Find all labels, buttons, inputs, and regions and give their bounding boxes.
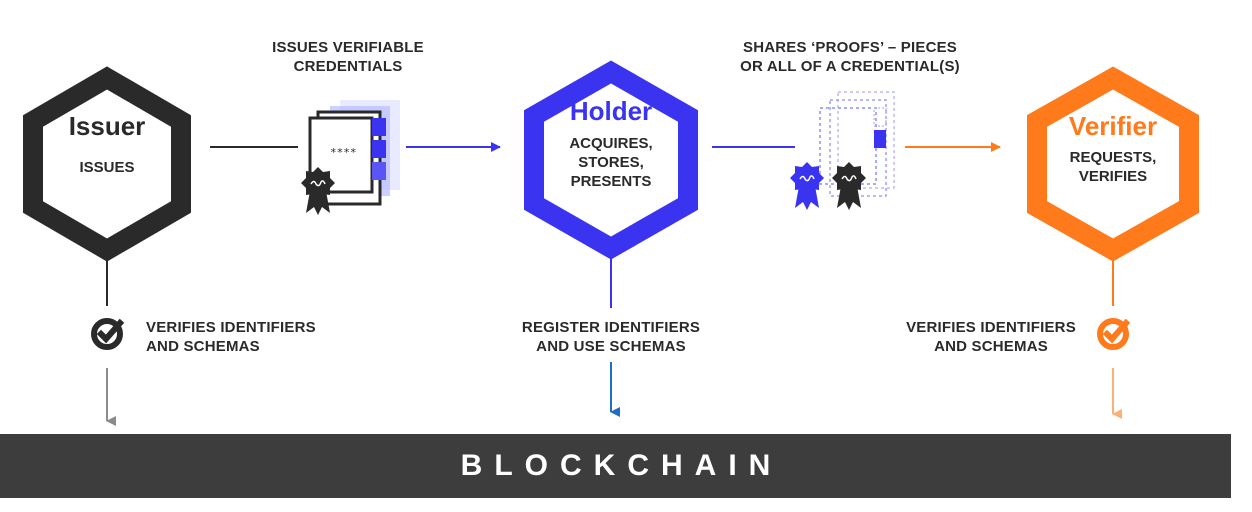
award-seal-icon <box>301 167 335 215</box>
share-flow-label-line2: OR ALL OF A CREDENTIAL(S) <box>740 58 960 75</box>
verifier-ledger-label-line1: VERIFIES IDENTIFIERS <box>906 319 1076 336</box>
credential-document-icon: **** <box>308 100 400 206</box>
issuer-ledger-label: VERIFIES IDENTIFIERS AND SCHEMAS <box>146 318 316 356</box>
check-circle-icon-verifier <box>1097 318 1131 350</box>
issue-flow-label-line1: ISSUES VERIFIABLE <box>272 39 424 56</box>
verifier-ledger-label: VERIFIES IDENTIFIERS AND SCHEMAS <box>896 318 1086 356</box>
verifier-title: Verifier <box>1068 111 1158 141</box>
holder-ledger-label-line1: REGISTER IDENTIFIERS <box>521 319 701 336</box>
verifier-ledger-label-line2: AND SCHEMAS <box>934 338 1048 355</box>
blockchain-bar: BLOCKCHAIN <box>0 434 1231 498</box>
check-circle-icon-issuer <box>91 318 125 350</box>
award-seal-icon-dark <box>832 162 866 210</box>
issue-flow-label: ISSUES VERIFIABLE CREDENTIALS <box>258 38 438 76</box>
blockchain-label: BLOCKCHAIN <box>460 449 783 482</box>
holder-role: ACQUIRES, STORES, PRESENTS <box>546 134 676 191</box>
issuer-ledger-label-line1: VERIFIES IDENTIFIERS <box>146 319 316 336</box>
svg-text:****: **** <box>330 146 357 159</box>
issuer-ledger-label-line2: AND SCHEMAS <box>146 338 260 355</box>
holder-ledger-label: REGISTER IDENTIFIERS AND USE SCHEMAS <box>506 318 716 356</box>
issuer-title: Issuer <box>68 111 146 141</box>
issue-flow-label-line2: CREDENTIALS <box>293 58 403 75</box>
holder-role-line3: PRESENTS <box>570 173 652 190</box>
verifier-role: REQUESTS, VERIFIES <box>1053 148 1173 186</box>
issuer-role: ISSUES <box>79 159 135 176</box>
verifier-role-line1: REQUESTS, <box>1069 149 1157 166</box>
holder-role-line1: ACQUIRES, <box>569 135 653 152</box>
holder-title: Holder <box>569 96 653 126</box>
verifier-role-line2: VERIFIES <box>1078 168 1148 185</box>
award-seal-icon-blue <box>790 162 824 210</box>
share-flow-label-line1: SHARES ‘PROOFS’ – PIECES <box>742 39 958 56</box>
holder-ledger-label-line2: AND USE SCHEMAS <box>536 338 686 355</box>
share-flow-label: SHARES ‘PROOFS’ – PIECES OR ALL OF A CRE… <box>730 38 970 76</box>
holder-role-line2: STORES, <box>578 154 644 171</box>
